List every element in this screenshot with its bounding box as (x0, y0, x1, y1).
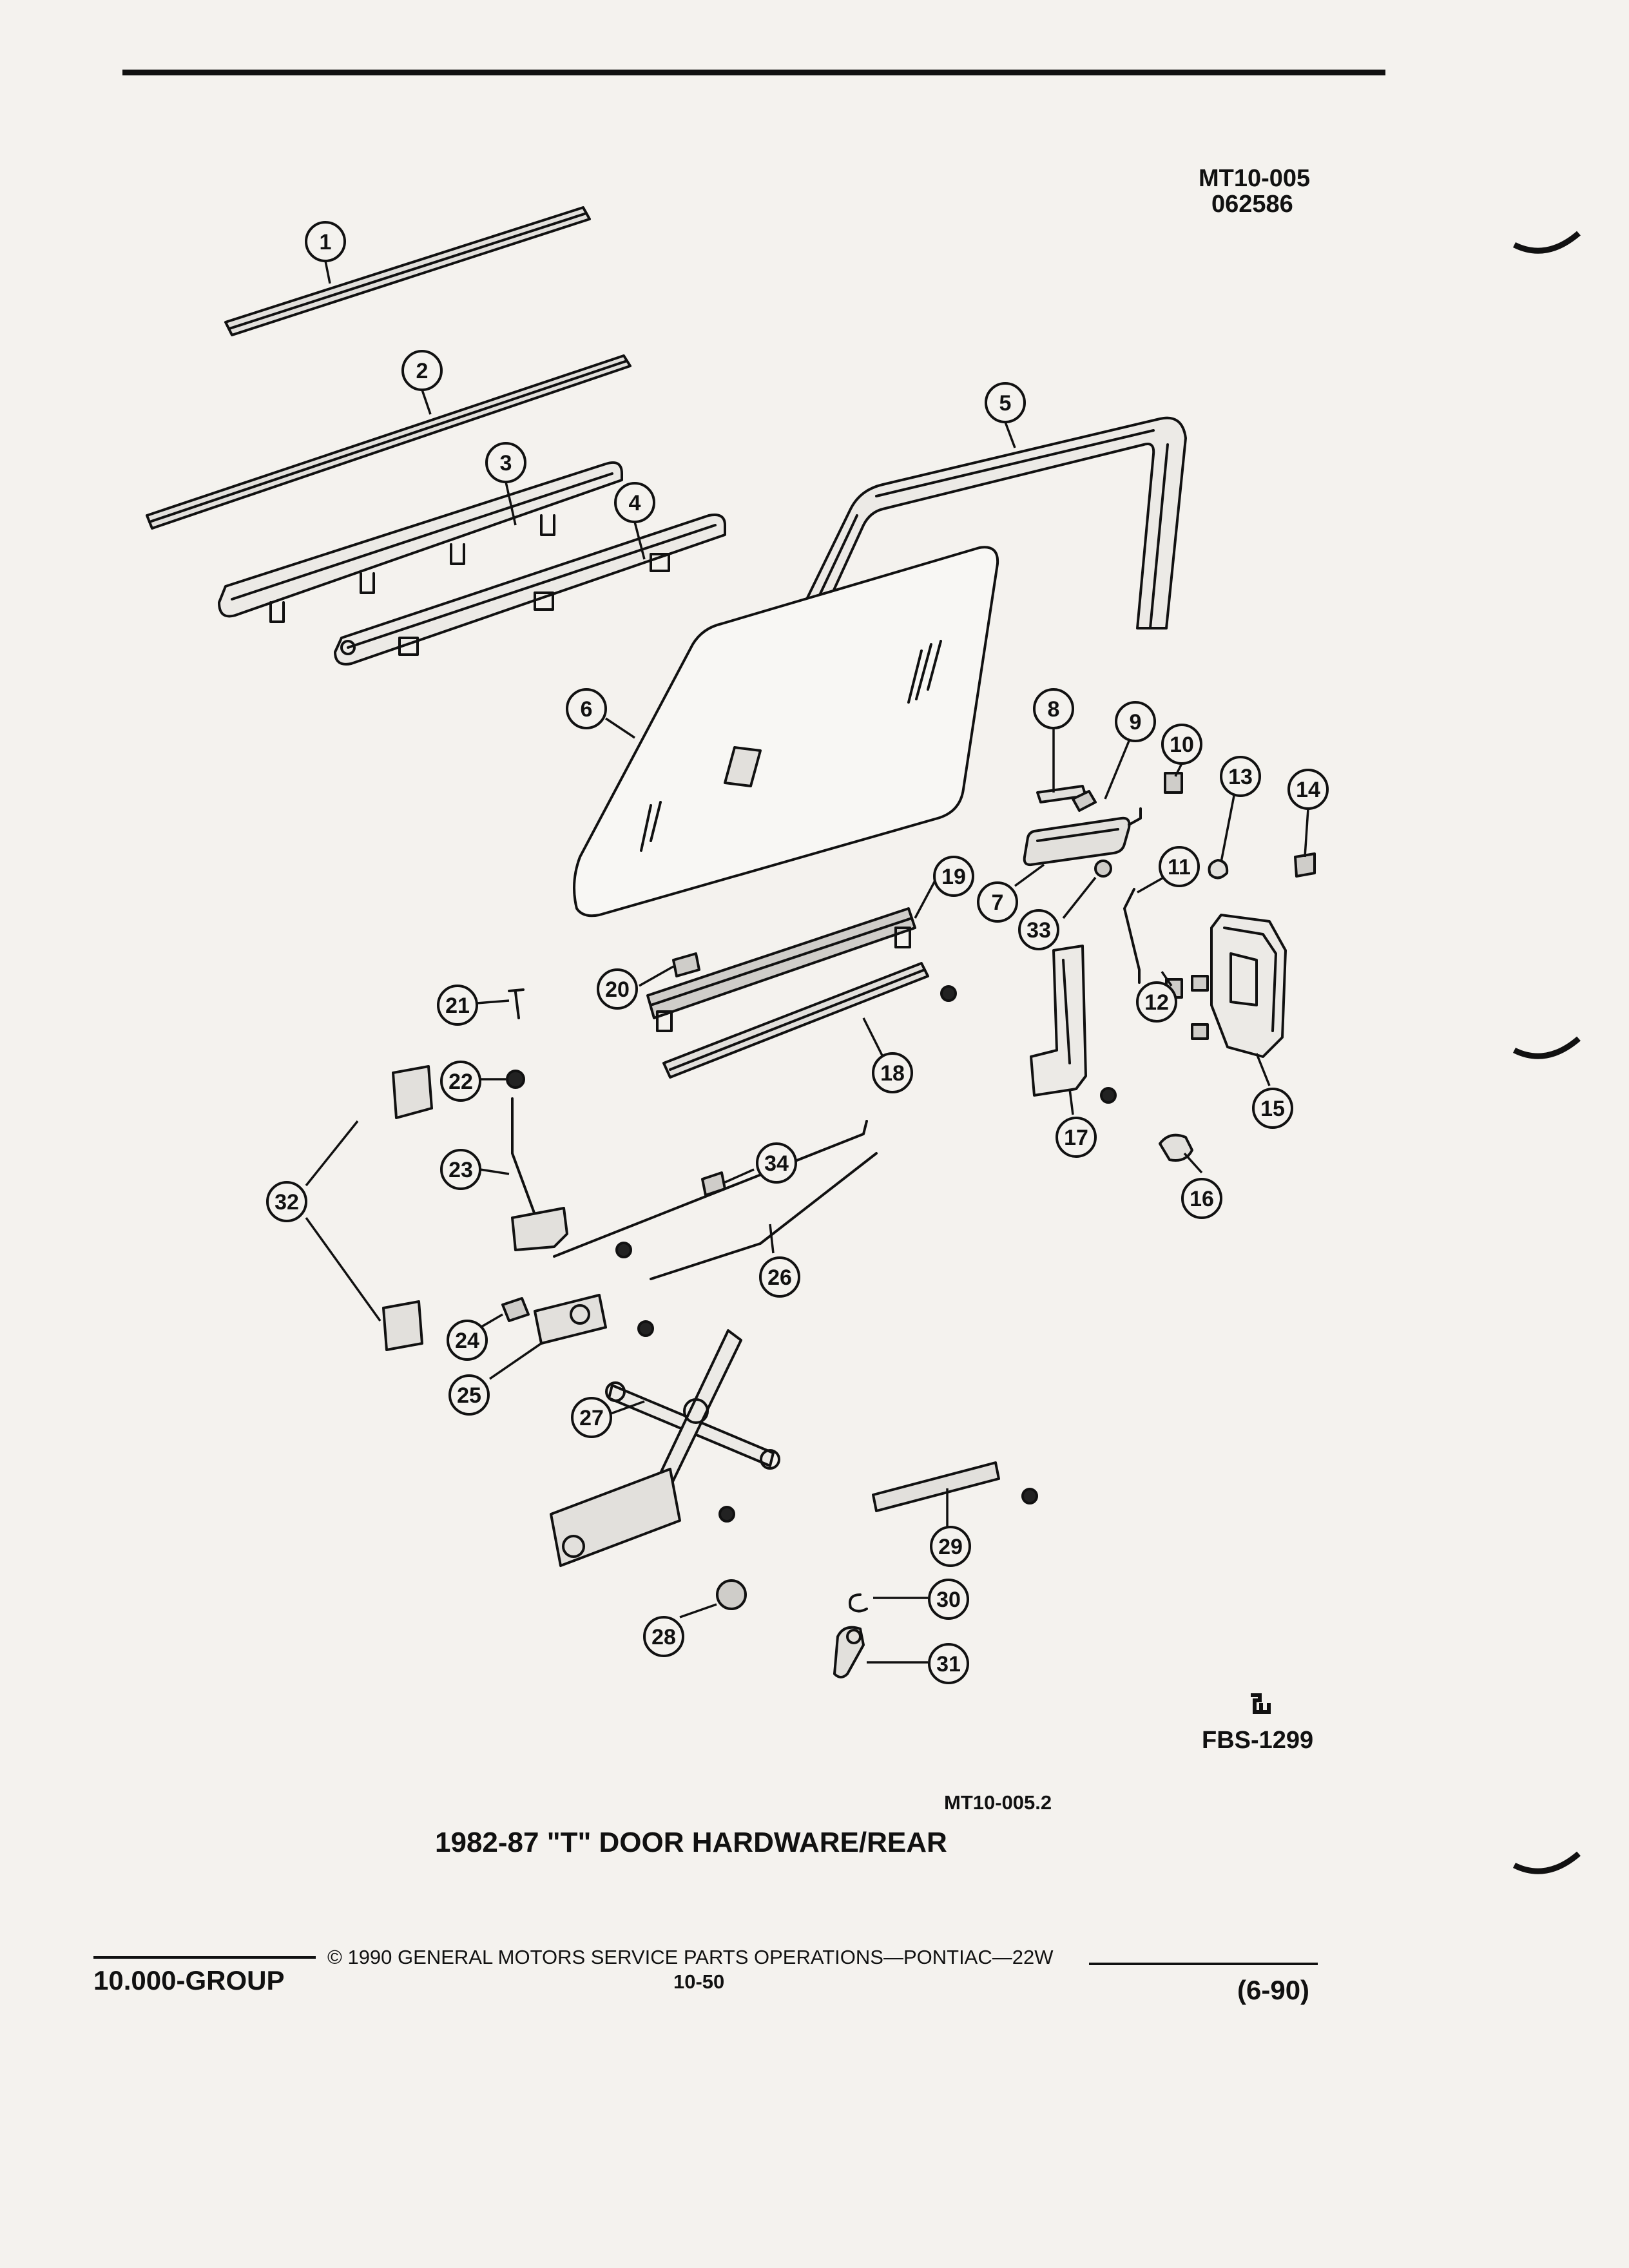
part-6-door-glass (573, 546, 999, 918)
part-29-bar (872, 1461, 1000, 1512)
figure-title: 1982-87 "T" DOOR HARDWARE/REAR (435, 1827, 947, 1858)
part-1-moulding (224, 206, 591, 336)
footer-rule-right (1089, 1963, 1318, 1965)
footer-page-number: 10-50 (673, 1970, 725, 1993)
callout-6: 6 (581, 697, 593, 722)
part-18-sash-channel (662, 962, 929, 1079)
binding-mark (1512, 1851, 1581, 1874)
callout-3: 3 (500, 451, 512, 476)
callout-15: 15 (1260, 1097, 1285, 1121)
callout-11: 11 (1168, 855, 1191, 879)
part-10-retainer (1164, 772, 1183, 794)
callout-26: 26 (767, 1265, 792, 1290)
part-31-window-crank (833, 1626, 865, 1678)
callout-circles (266, 221, 1329, 1684)
callout-33: 33 (1027, 918, 1051, 943)
callout-5: 5 (999, 391, 1012, 416)
part-11-rod (1123, 888, 1141, 984)
fbs-logo-icon (1251, 1693, 1271, 1714)
callout-4: 4 (629, 491, 641, 515)
part-9-clip (1072, 790, 1097, 812)
leader-lines (305, 260, 1309, 1664)
part-23-lock-rod (511, 1097, 568, 1251)
doc-code: MT10-005 (1199, 165, 1311, 192)
part-27-window-regulator (550, 1329, 780, 1567)
callout-31: 31 (936, 1652, 961, 1677)
footer-copyright: © 1990 GENERAL MOTORS SERVICE PARTS OPER… (327, 1946, 1054, 1968)
callout-21: 21 (445, 994, 470, 1018)
callout-19: 19 (941, 865, 966, 889)
part-25-inside-handle (534, 1294, 607, 1345)
callout-17: 17 (1064, 1126, 1088, 1150)
callout-27: 27 (579, 1406, 604, 1430)
callout-28: 28 (651, 1625, 676, 1649)
callout-32: 32 (275, 1190, 299, 1215)
callout-20: 20 (605, 977, 630, 1002)
callout-25: 25 (457, 1383, 481, 1408)
part-24-clip (501, 1297, 530, 1322)
part-28-washer (716, 1579, 747, 1610)
footer-rule-left (93, 1956, 316, 1959)
part-17-guide (1030, 945, 1087, 1097)
callout-8: 8 (1048, 697, 1060, 722)
part-33-nut (1094, 860, 1112, 878)
part-4-sealing-strip (334, 514, 726, 666)
part-21-pin (508, 988, 525, 1019)
figure-code: MT10-005.2 (944, 1791, 1052, 1814)
callout-30: 30 (936, 1588, 961, 1612)
doc-date: 062586 (1211, 191, 1293, 218)
part-30-clip (849, 1593, 868, 1613)
callout-24: 24 (455, 1329, 479, 1353)
remote-rod (553, 1120, 868, 1258)
top-rule (122, 70, 1385, 75)
binding-mark (1512, 231, 1581, 254)
binding-marks (1512, 231, 1581, 1874)
part-14-clip (1294, 852, 1316, 878)
callout-34: 34 (764, 1151, 789, 1176)
part-2-moulding (146, 354, 631, 530)
part-19-sash (646, 907, 916, 1032)
figure-ref-code: FBS-1299 (1202, 1727, 1314, 1754)
part-7-handle (1023, 807, 1142, 867)
callout-16: 16 (1190, 1187, 1214, 1211)
part-22-nut (506, 1070, 525, 1089)
part-20-clip (672, 952, 700, 977)
callout-23: 23 (448, 1158, 473, 1182)
callout-1: 1 (320, 230, 332, 255)
part-3-sealing-strip (218, 461, 623, 623)
binding-mark (1512, 1036, 1581, 1059)
footer-revision: (6-90) (1237, 1975, 1310, 2005)
callout-10: 10 (1170, 733, 1194, 757)
part-32-hinges (382, 1065, 433, 1351)
callout-14: 14 (1296, 778, 1320, 802)
footer-group: 10.000-GROUP (93, 1965, 285, 1995)
callout-29: 29 (938, 1535, 963, 1559)
callout-9: 9 (1130, 710, 1142, 735)
part-34-fastener (701, 1171, 726, 1196)
callout-7: 7 (992, 890, 1004, 915)
part-13-spring-clip (1208, 859, 1229, 879)
part-15-lock-assembly (1191, 914, 1287, 1058)
callout-12: 12 (1144, 990, 1169, 1015)
screws (615, 985, 1117, 1523)
callout-numbers: 1 2 3 4 5 6 7 8 9 10 11 12 13 14 15 16 1… (275, 230, 1320, 1677)
callout-18: 18 (880, 1061, 905, 1086)
callout-22: 22 (448, 1070, 473, 1094)
part-26-rod (650, 1152, 878, 1280)
callout-13: 13 (1228, 765, 1253, 789)
callout-2: 2 (416, 359, 429, 383)
